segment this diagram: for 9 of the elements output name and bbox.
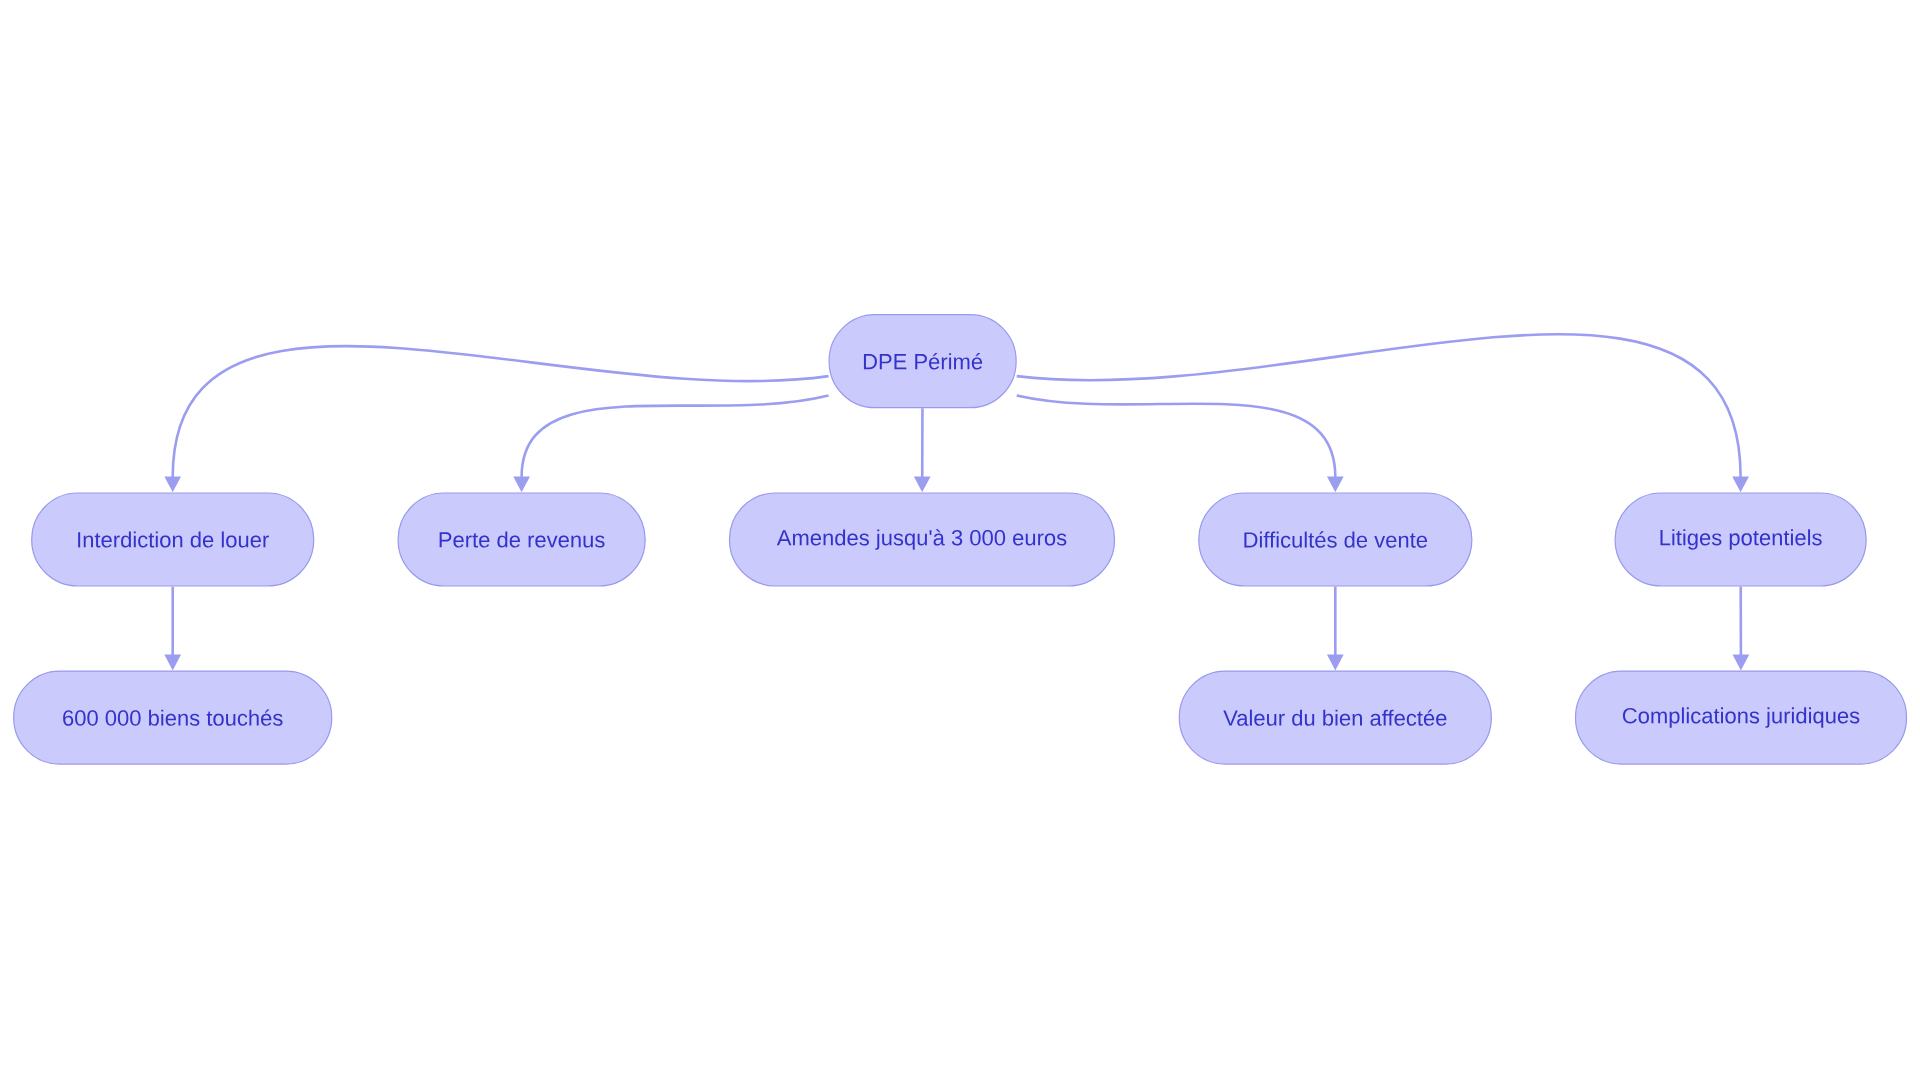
process-box: 600 000 biens touchés bbox=[13, 670, 333, 765]
process-box: Perte de revenus bbox=[397, 492, 646, 587]
process-box: Valeur du bien affectée bbox=[1178, 670, 1492, 765]
process-box: Litiges potentiels bbox=[1614, 492, 1867, 587]
process-box: Interdiction de louer bbox=[31, 492, 315, 587]
process-box: Difficultés de vente bbox=[1198, 492, 1473, 587]
process-box: Complications juridiques bbox=[1574, 670, 1908, 765]
process-box: Amendes jusqu'à 3 000 euros bbox=[728, 492, 1116, 587]
process-box: DPE Périmé bbox=[828, 314, 1017, 409]
